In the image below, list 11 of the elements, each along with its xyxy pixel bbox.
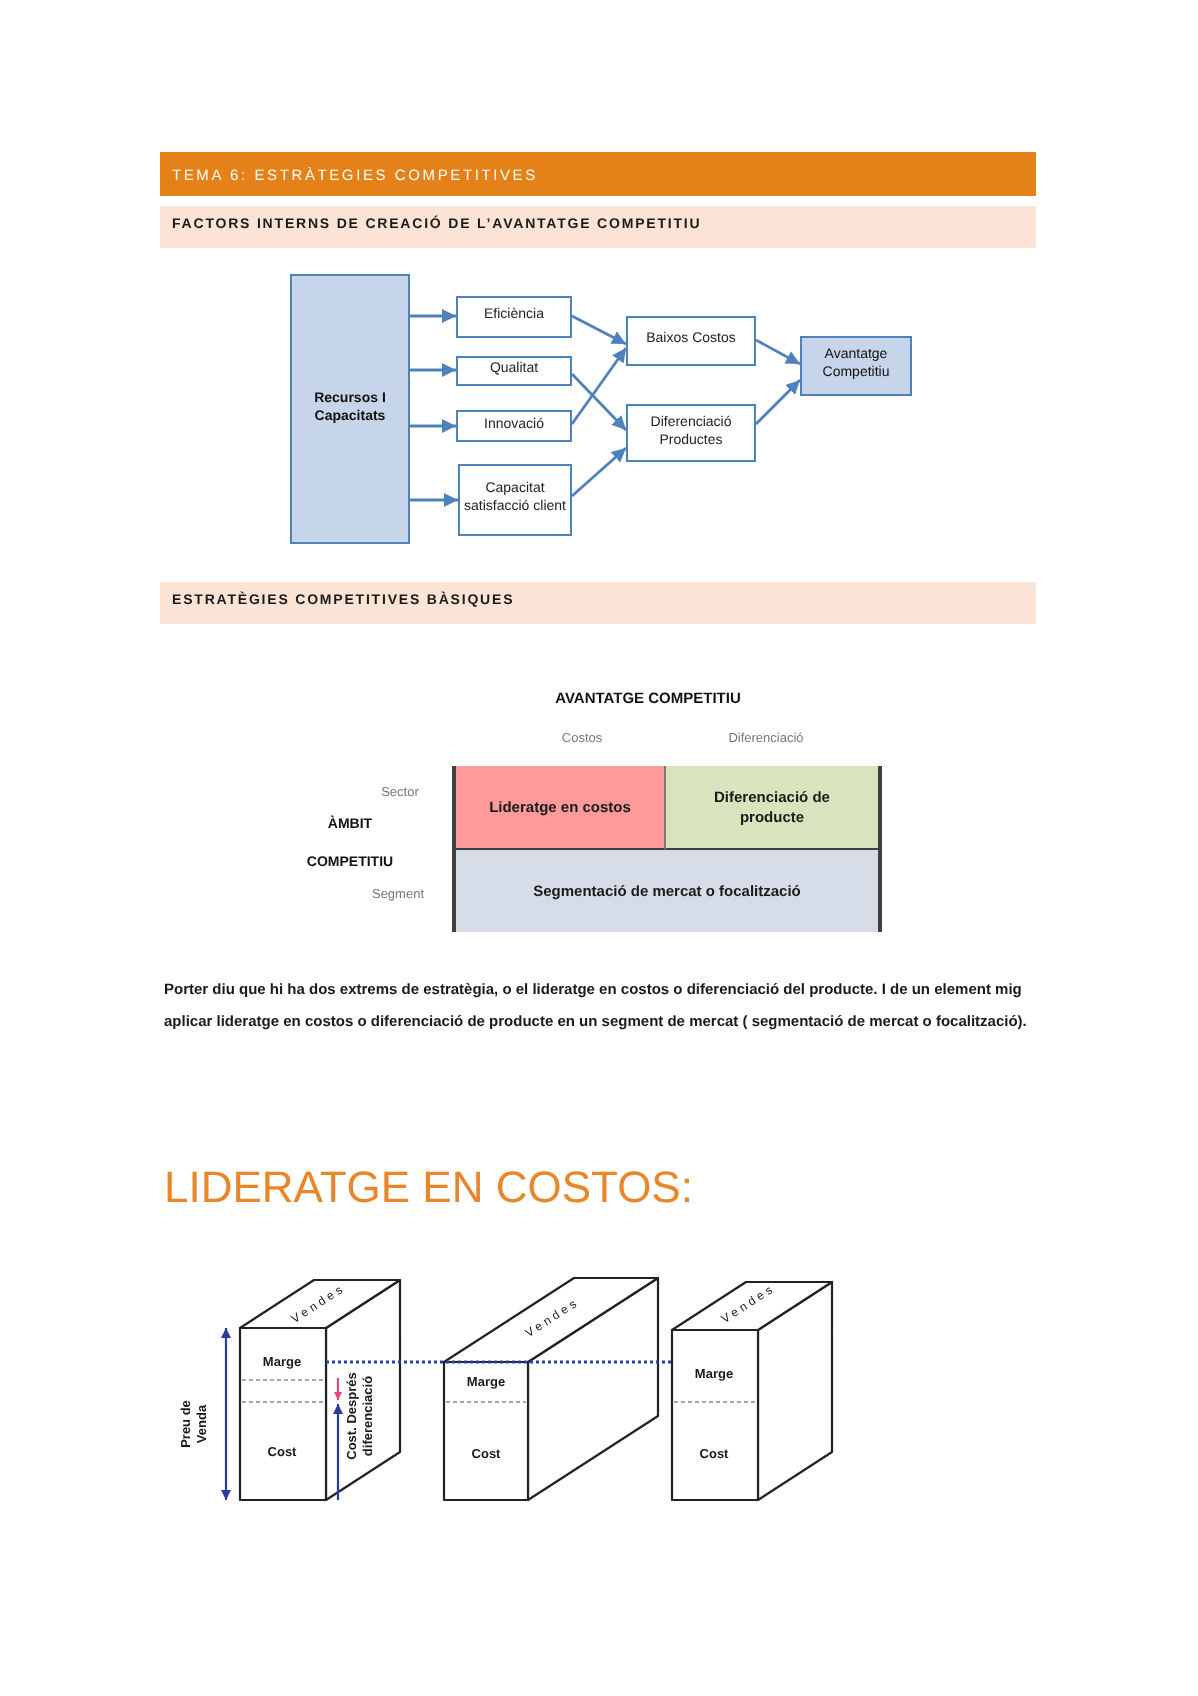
arrow: [570, 347, 628, 425]
arrow: [571, 373, 627, 431]
arrow: [410, 309, 456, 323]
arrow: [410, 363, 456, 377]
arrow: [755, 338, 801, 366]
arrow: [755, 379, 801, 425]
section-heading: LIDERATGE EN COSTOS:: [164, 1166, 693, 1210]
arrow: [571, 446, 627, 498]
arrow: [571, 314, 627, 346]
arrow: [410, 493, 458, 507]
arrow: [410, 419, 456, 433]
